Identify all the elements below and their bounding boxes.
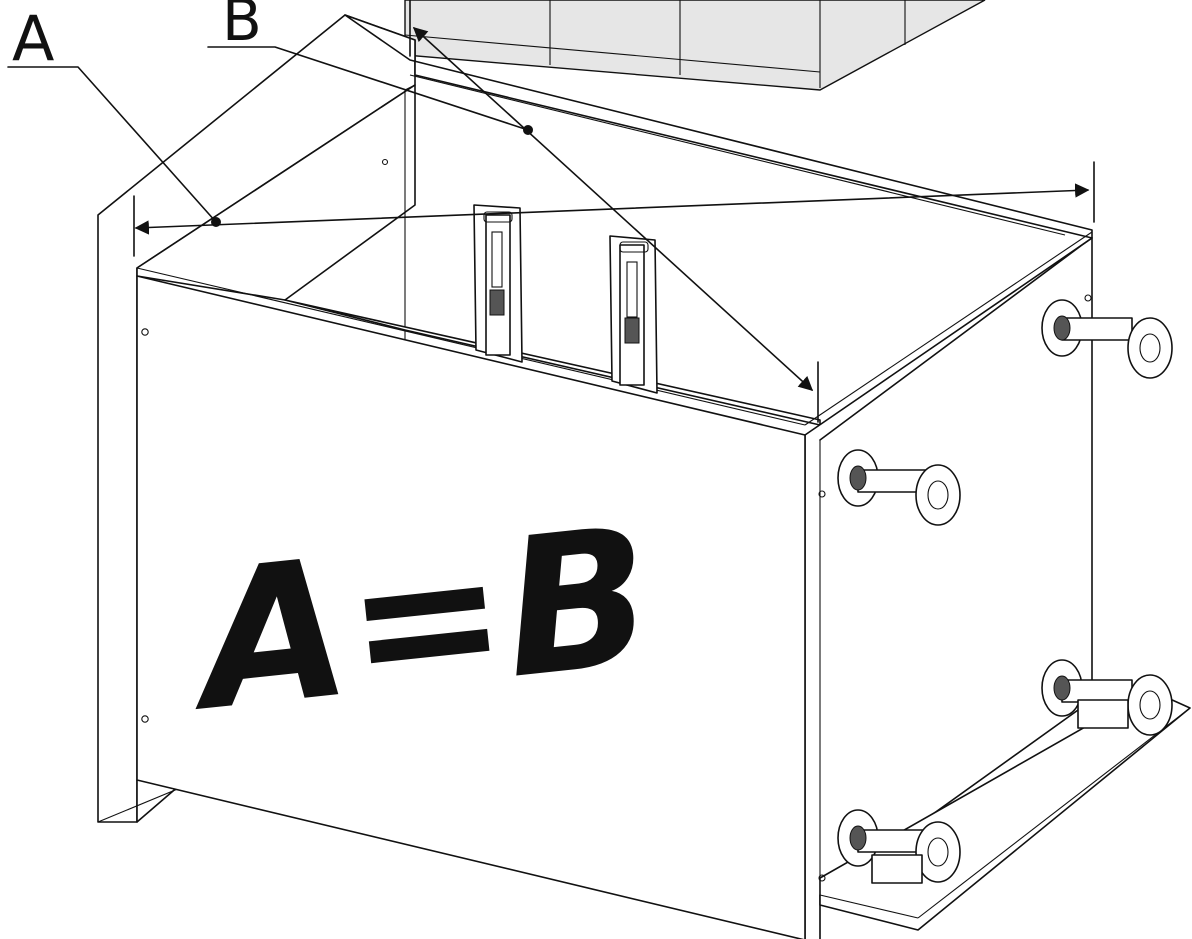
formula-text: A=B <box>176 486 661 754</box>
drawer-box <box>404 0 986 91</box>
adjustable-foot-3 <box>1041 659 1173 736</box>
drawer-slide-right <box>609 235 658 394</box>
label-a: A <box>12 2 54 75</box>
adjustable-foot-2 <box>837 449 961 526</box>
drawer-slide-left <box>473 204 523 363</box>
adjustable-foot-4 <box>837 809 961 884</box>
adjustable-foot-1 <box>1041 299 1173 379</box>
label-b: B <box>222 0 262 54</box>
diagonal-b <box>207 0 819 423</box>
cabinet-carcass <box>97 14 1191 939</box>
